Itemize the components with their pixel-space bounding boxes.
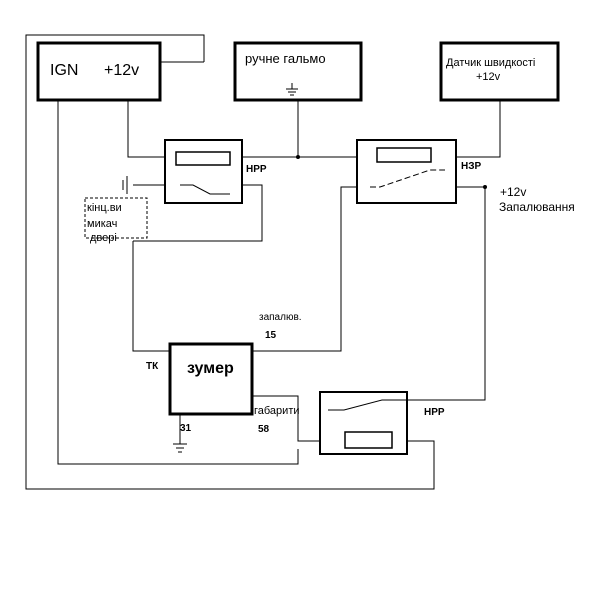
relay-bottom-label: НРР <box>424 407 445 418</box>
ign-box <box>36 41 162 102</box>
lights-terminal-label: габарити <box>254 405 300 417</box>
relay-coil <box>376 147 432 163</box>
ignition-supply-wire <box>407 186 486 401</box>
door-switch-label-line1: кінц.ви <box>87 202 122 214</box>
outer-loop-wire <box>25 34 435 490</box>
ign-to-bottom-relay-wire <box>57 100 299 465</box>
door-switch-dashed-box <box>84 197 148 239</box>
ignition-terminal-label: запалюв. <box>259 312 302 323</box>
buzzer-prefix-label: ТК <box>146 361 159 372</box>
relay-contact <box>180 184 230 195</box>
speed-sensor-box <box>439 41 560 102</box>
relay-coil <box>344 431 393 449</box>
top-bus-wire <box>127 100 501 158</box>
handbrake-label: ручне гальмо <box>245 51 326 66</box>
buzzer-label: зумер <box>187 360 234 377</box>
door-switch-label-line2: микач <box>87 218 118 230</box>
lights-58-wire <box>252 395 320 442</box>
handbrake-box <box>233 41 363 102</box>
junction-dot <box>483 185 487 189</box>
junction-dot <box>296 155 300 159</box>
door-to-buzzer-wire <box>132 241 170 352</box>
ground-terminal-pin: 31 <box>180 423 192 434</box>
ignition-15-wire <box>252 186 357 352</box>
door-switch-label-line3: двері <box>90 232 117 244</box>
ignition-terminal-pin: 15 <box>265 330 277 341</box>
relay-contact <box>328 399 407 411</box>
speed-sensor-label: Датчик швидкості <box>446 57 536 69</box>
speed-sensor-voltage-label: +12v <box>476 71 501 83</box>
ignition-supply-label: Запалювання <box>499 200 575 214</box>
ign-voltage-label: +12v <box>104 62 140 79</box>
ignition-supply-voltage: +12v <box>500 185 527 199</box>
relay-coil <box>175 151 231 166</box>
ign-label: IGN <box>50 62 79 79</box>
relay-top-left-label: НРР <box>246 164 267 175</box>
relay-contact <box>370 169 445 188</box>
buzzer-box <box>168 342 254 416</box>
relay-top-left <box>164 139 243 204</box>
relay-top-right-label: НЗР <box>461 161 482 172</box>
lights-terminal-pin: 58 <box>258 424 270 435</box>
